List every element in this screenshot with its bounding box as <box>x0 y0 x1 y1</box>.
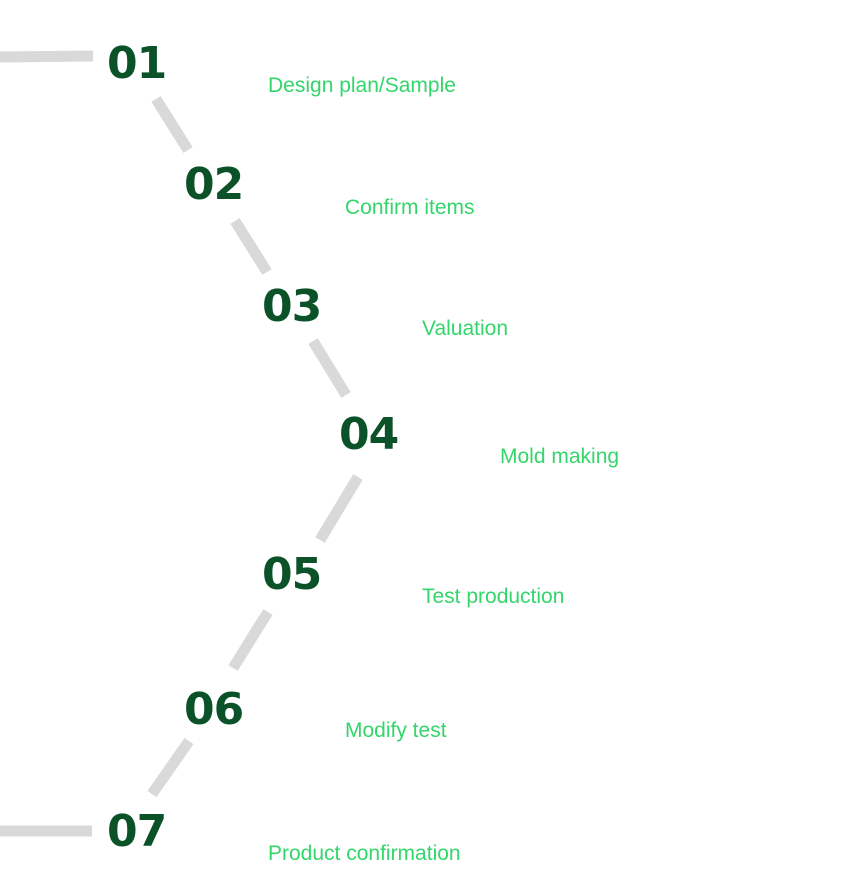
step-number-02: 02 <box>184 159 244 210</box>
step-number-07: 07 <box>107 806 167 857</box>
connector-04-05 <box>315 474 363 543</box>
connector-06-07 <box>147 737 194 798</box>
step-label-07: Product confirmation <box>268 842 461 865</box>
step-label-05: Test production <box>422 585 565 608</box>
connector-02-03 <box>230 218 272 275</box>
connector-start <box>0 50 94 63</box>
step-label-01: Design plan/Sample <box>268 74 456 97</box>
step-label-04: Mold making <box>500 445 620 468</box>
connector-01-02 <box>151 96 193 153</box>
step-number-03: 03 <box>262 281 322 332</box>
step-label-02: Confirm items <box>345 196 475 219</box>
step-number-04: 04 <box>339 409 399 460</box>
step-number-01: 01 <box>107 38 167 89</box>
connector-05-06 <box>228 609 273 671</box>
step-number-05: 05 <box>262 549 322 600</box>
step-label-06: Modify test <box>345 719 447 742</box>
step-number-06: 06 <box>184 684 244 735</box>
connector-03-04 <box>308 338 351 398</box>
step-label-03: Valuation <box>422 317 509 340</box>
